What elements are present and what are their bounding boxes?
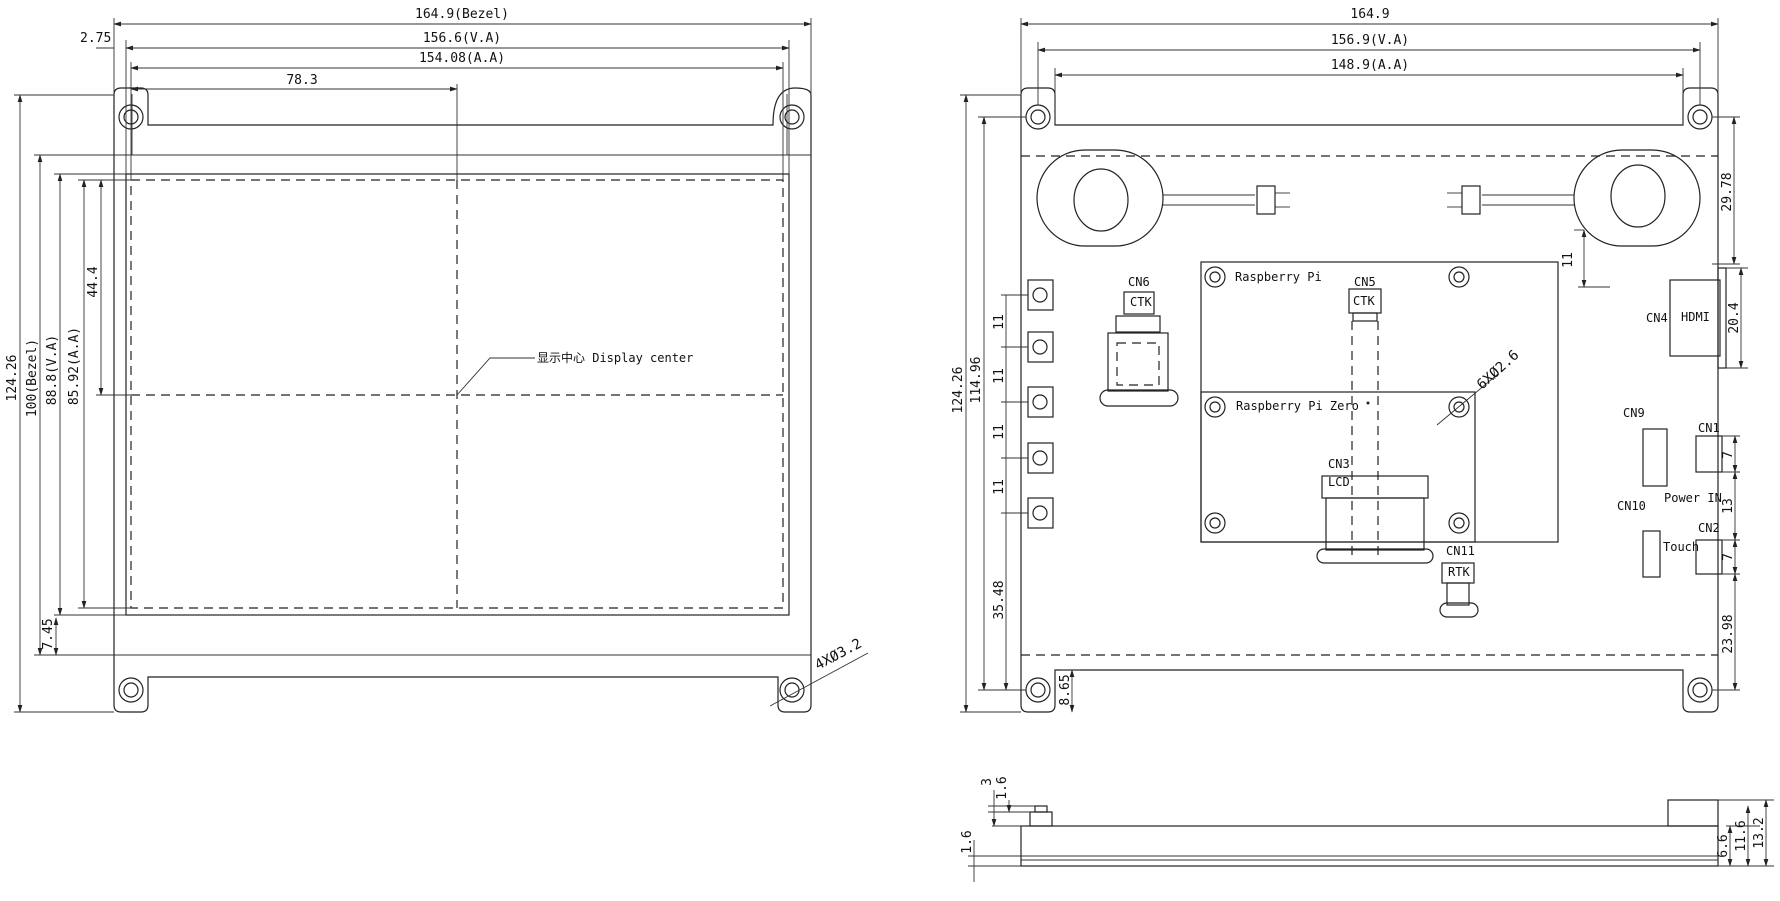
- cn3-label: CN3: [1328, 457, 1350, 471]
- side-button: [1027, 497, 1054, 529]
- cn2-touch-connector: [1695, 539, 1723, 575]
- dim-half-height: 44.4: [86, 266, 101, 297]
- front-holes-callout: 4XØ3.2: [812, 636, 864, 674]
- rear-dim-bottom-right: 23.98: [1721, 614, 1736, 653]
- rpi-hole: [1204, 266, 1226, 288]
- rear-dim-speaker-offset: 11: [1561, 252, 1576, 268]
- cn10-label: CN10: [1617, 499, 1646, 513]
- rpi-zero-hole: [1448, 396, 1470, 418]
- side-dim-11-6: 11.6: [1734, 820, 1749, 851]
- cn3-lcd-connector: [1316, 475, 1434, 564]
- front-mount-hole: [118, 677, 144, 703]
- rear-dim-pitch-4: 11: [992, 479, 1007, 495]
- raspberry-pi-zero-board: [1200, 391, 1476, 543]
- hdmi-label: HDMI: [1681, 310, 1710, 324]
- side-button: [1027, 442, 1054, 474]
- cn1-label: CN1: [1698, 421, 1720, 435]
- cn11-label: CN11: [1446, 544, 1475, 558]
- side-dim-3: 3: [980, 778, 995, 786]
- dim-va-height: 88.8(V.A): [45, 335, 60, 405]
- rear-dim-aa-width: 148.9(A.A): [1331, 58, 1409, 73]
- cn10-connector: [1642, 530, 1661, 578]
- speaker-right: [1447, 149, 1701, 247]
- rear-dim-inner-height: 114.96: [969, 357, 984, 404]
- front-mount-hole: [779, 104, 805, 130]
- cn9-connector: [1642, 428, 1668, 487]
- side-button: [1027, 279, 1054, 311]
- cn5-connector: [1348, 288, 1382, 555]
- rpi-zero-hole: [1448, 512, 1470, 534]
- dim-bezel-width: 164.9(Bezel): [415, 7, 509, 22]
- side-panel: [1020, 825, 1719, 867]
- rear-dim-va-width: 156.9(V.A): [1331, 33, 1409, 48]
- speaker-left: [1036, 149, 1290, 247]
- display-center-label: 显示中心 Display center: [537, 350, 693, 365]
- raspberry-pi-label: Raspberry Pi: [1235, 270, 1322, 284]
- raspberry-pi-zero-label: Raspberry Pi Zero: [1236, 399, 1359, 413]
- rear-outline: [1020, 87, 1719, 713]
- dim-bottom-offset: 7.45: [41, 618, 56, 649]
- cn6-ctk-label: CTK: [1130, 295, 1152, 309]
- rear-mount-hole: [1687, 104, 1713, 130]
- rtk-label: RTK: [1448, 565, 1470, 579]
- side-view: 3 1.6 1.6 6.6 11.6 13.2: [960, 776, 1774, 882]
- rear-dim-pitch-3: 11: [992, 424, 1007, 440]
- lcd-label: LCD: [1328, 475, 1350, 489]
- rear-dim-total-height: 124.26: [951, 367, 966, 414]
- side-hdmi-profile: [1667, 799, 1719, 827]
- dim-half-width: 78.3: [286, 73, 317, 88]
- cn1-power-connector: [1695, 435, 1723, 473]
- side-dim-1-6-top: 1.6: [995, 776, 1010, 799]
- rear-dim-width: 164.9: [1350, 7, 1389, 22]
- power-in-label: Power IN: [1664, 491, 1722, 505]
- cn6-connector: [1099, 291, 1179, 407]
- rear-dim-cn2-height: 7: [1721, 553, 1736, 561]
- front-bezel-outline: [113, 87, 812, 713]
- rpi-hole: [1448, 266, 1470, 288]
- dim-bezel-height: 100(Bezel): [25, 339, 40, 417]
- rear-mount-hole: [1687, 677, 1713, 703]
- dim-va-width: 156.6(V.A): [423, 31, 501, 46]
- rear-dim-pitch-1: 11: [992, 314, 1007, 330]
- rear-dim-top-right: 29.78: [1720, 172, 1735, 211]
- side-dim-1-6-left: 1.6: [960, 830, 975, 853]
- rear-view: CN6 CTK Raspberry Pi CN5 CTK Raspberry P…: [951, 7, 1748, 713]
- rear-dim-cn1-height: 7: [1721, 451, 1736, 459]
- rear-mount-hole: [1025, 677, 1051, 703]
- front-view-area: [125, 173, 790, 616]
- dim-aa-height: 85.92(A.A): [67, 327, 82, 405]
- cn11-rtk-connector: [1439, 562, 1479, 618]
- cn4-label: CN4: [1646, 311, 1668, 325]
- cn9-label: CN9: [1623, 406, 1645, 420]
- cn2-label: CN2: [1698, 521, 1720, 535]
- rpi-zero-hole: [1204, 396, 1226, 418]
- side-button-profile: [1029, 811, 1053, 827]
- dim-aa-width: 154.08(A.A): [419, 51, 505, 66]
- cn6-label: CN6: [1128, 275, 1150, 289]
- cn5-ctk-label: CTK: [1353, 294, 1375, 308]
- side-dim-13-2: 13.2: [1752, 817, 1767, 848]
- rear-dim-pitch-2: 11: [992, 368, 1007, 384]
- rpi-zero-hole: [1204, 512, 1226, 534]
- rear-dim-button-bottom: 35.48: [992, 580, 1007, 619]
- rear-dim-gap: 13: [1721, 498, 1736, 514]
- cn5-label: CN5: [1354, 275, 1376, 289]
- side-button: [1027, 386, 1054, 418]
- rear-dim-hdmi-height: 20.4: [1727, 302, 1742, 333]
- side-dim-6-6: 6.6: [1716, 834, 1731, 857]
- dim-left-offset: 2.75: [80, 31, 111, 46]
- rear-dim-bottom-left: 8.65: [1058, 674, 1073, 705]
- front-view: 164.9(Bezel) 156.6(V.A) 154.08(A.A) 78.3…: [5, 7, 869, 713]
- hdmi-connector: [1669, 279, 1721, 357]
- dim-total-height: 124.26: [5, 355, 20, 402]
- touch-label: Touch: [1663, 540, 1699, 554]
- side-button: [1027, 331, 1054, 363]
- rear-mount-hole: [1025, 104, 1051, 130]
- rear-holes-callout: 6XØ2.6: [1474, 347, 1522, 393]
